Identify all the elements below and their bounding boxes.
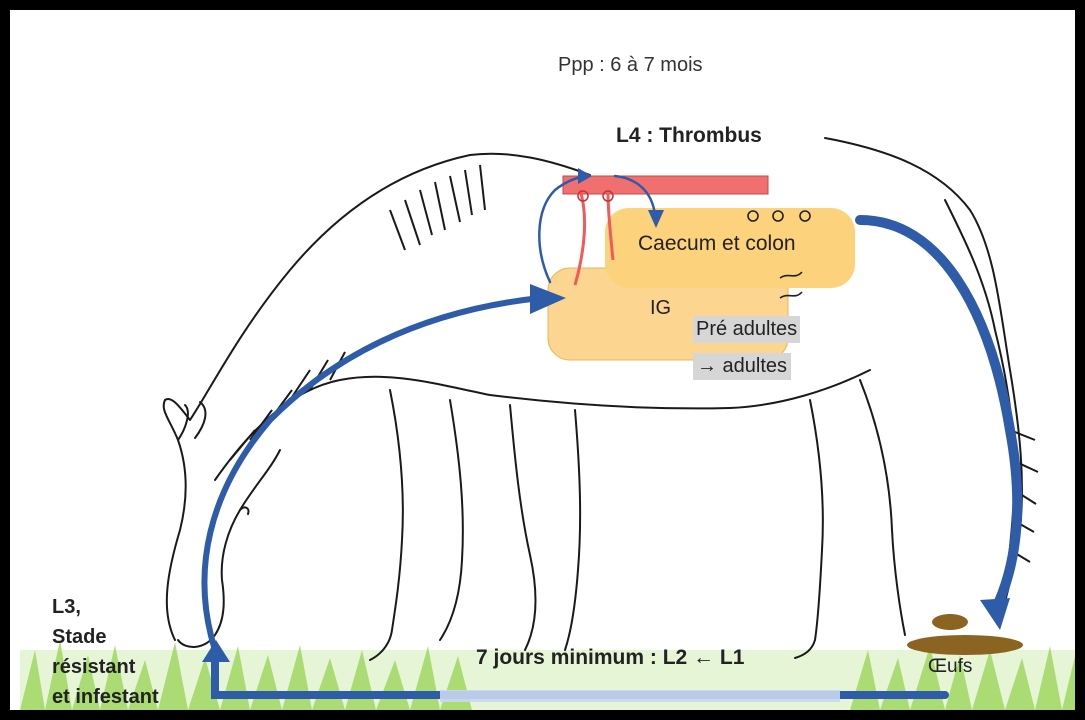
horse-lifecycle-diagram <box>10 10 1085 720</box>
caecum-colon-label: Caecum et colon <box>638 232 796 256</box>
l4-thrombus-label: L4 : Thrombus <box>616 124 762 148</box>
l3-line-3: résistant <box>52 652 159 682</box>
ig-label: IG <box>650 297 671 320</box>
horse-mane <box>230 165 485 460</box>
thrombus-bar <box>563 176 768 194</box>
return-band-highlight <box>440 690 840 702</box>
feces-icon <box>907 614 1023 655</box>
l3-line-2: Stade <box>52 622 159 652</box>
l3-line-1: L3, <box>52 592 159 622</box>
l3-line-4: et infestant <box>52 682 159 712</box>
l3-stage-label: L3, Stade résistant et infestant <box>52 592 159 712</box>
adults-label: → adultes <box>693 353 791 380</box>
pre-adults-label: Pré adultes <box>693 316 800 343</box>
eggs-label: Œufs <box>928 656 972 678</box>
external-development-label: 7 jours minimum : L2 ← L1 <box>476 646 744 670</box>
prepatent-period-label: Ppp : 6 à 7 mois <box>558 54 703 77</box>
